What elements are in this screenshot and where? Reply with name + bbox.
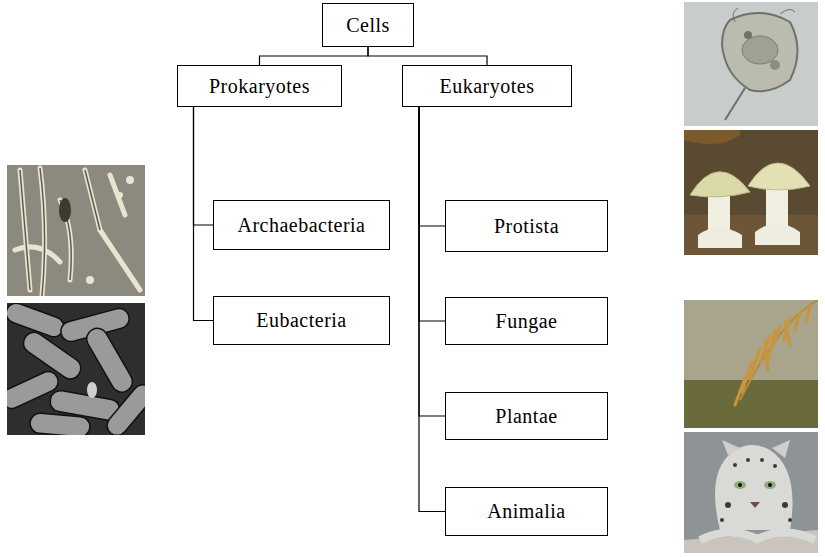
root-box: Cells <box>322 3 414 47</box>
kingdom-box: Plantae <box>445 392 608 440</box>
node-label: Animalia <box>487 500 565 523</box>
tree-connector <box>194 107 214 225</box>
node-label: Prokaryotes <box>209 75 310 98</box>
tree-connector <box>194 107 214 321</box>
tree-connector <box>419 107 445 226</box>
animal-photo <box>684 432 818 553</box>
node-label: Plantae <box>495 405 557 428</box>
tree-connector <box>368 47 487 65</box>
kingdom-box: Protista <box>445 200 608 252</box>
domain-box: Prokaryotes <box>177 65 342 107</box>
node-label: Archaebacteria <box>237 214 365 237</box>
kingdom-box: Animalia <box>445 487 608 536</box>
domain-box: Eukaryotes <box>402 65 572 107</box>
archaea-photo <box>7 165 145 296</box>
node-label: Eukaryotes <box>440 75 535 98</box>
tree-connector <box>419 107 445 321</box>
node-label: Fungae <box>496 310 558 333</box>
kingdom-box: Fungae <box>445 297 608 345</box>
tree-connector <box>419 107 445 416</box>
node-label: Cells <box>346 14 390 37</box>
kingdom-box: Archaebacteria <box>213 200 390 250</box>
plant-photo <box>684 300 818 428</box>
tree-connector <box>419 107 445 512</box>
protist-photo <box>684 2 818 126</box>
tree-connector <box>260 47 369 65</box>
kingdom-box: Eubacteria <box>213 296 390 345</box>
node-label: Protista <box>494 215 559 238</box>
fungus-photo <box>684 130 818 255</box>
bacteria-photo <box>7 303 145 435</box>
node-label: Eubacteria <box>256 309 347 332</box>
